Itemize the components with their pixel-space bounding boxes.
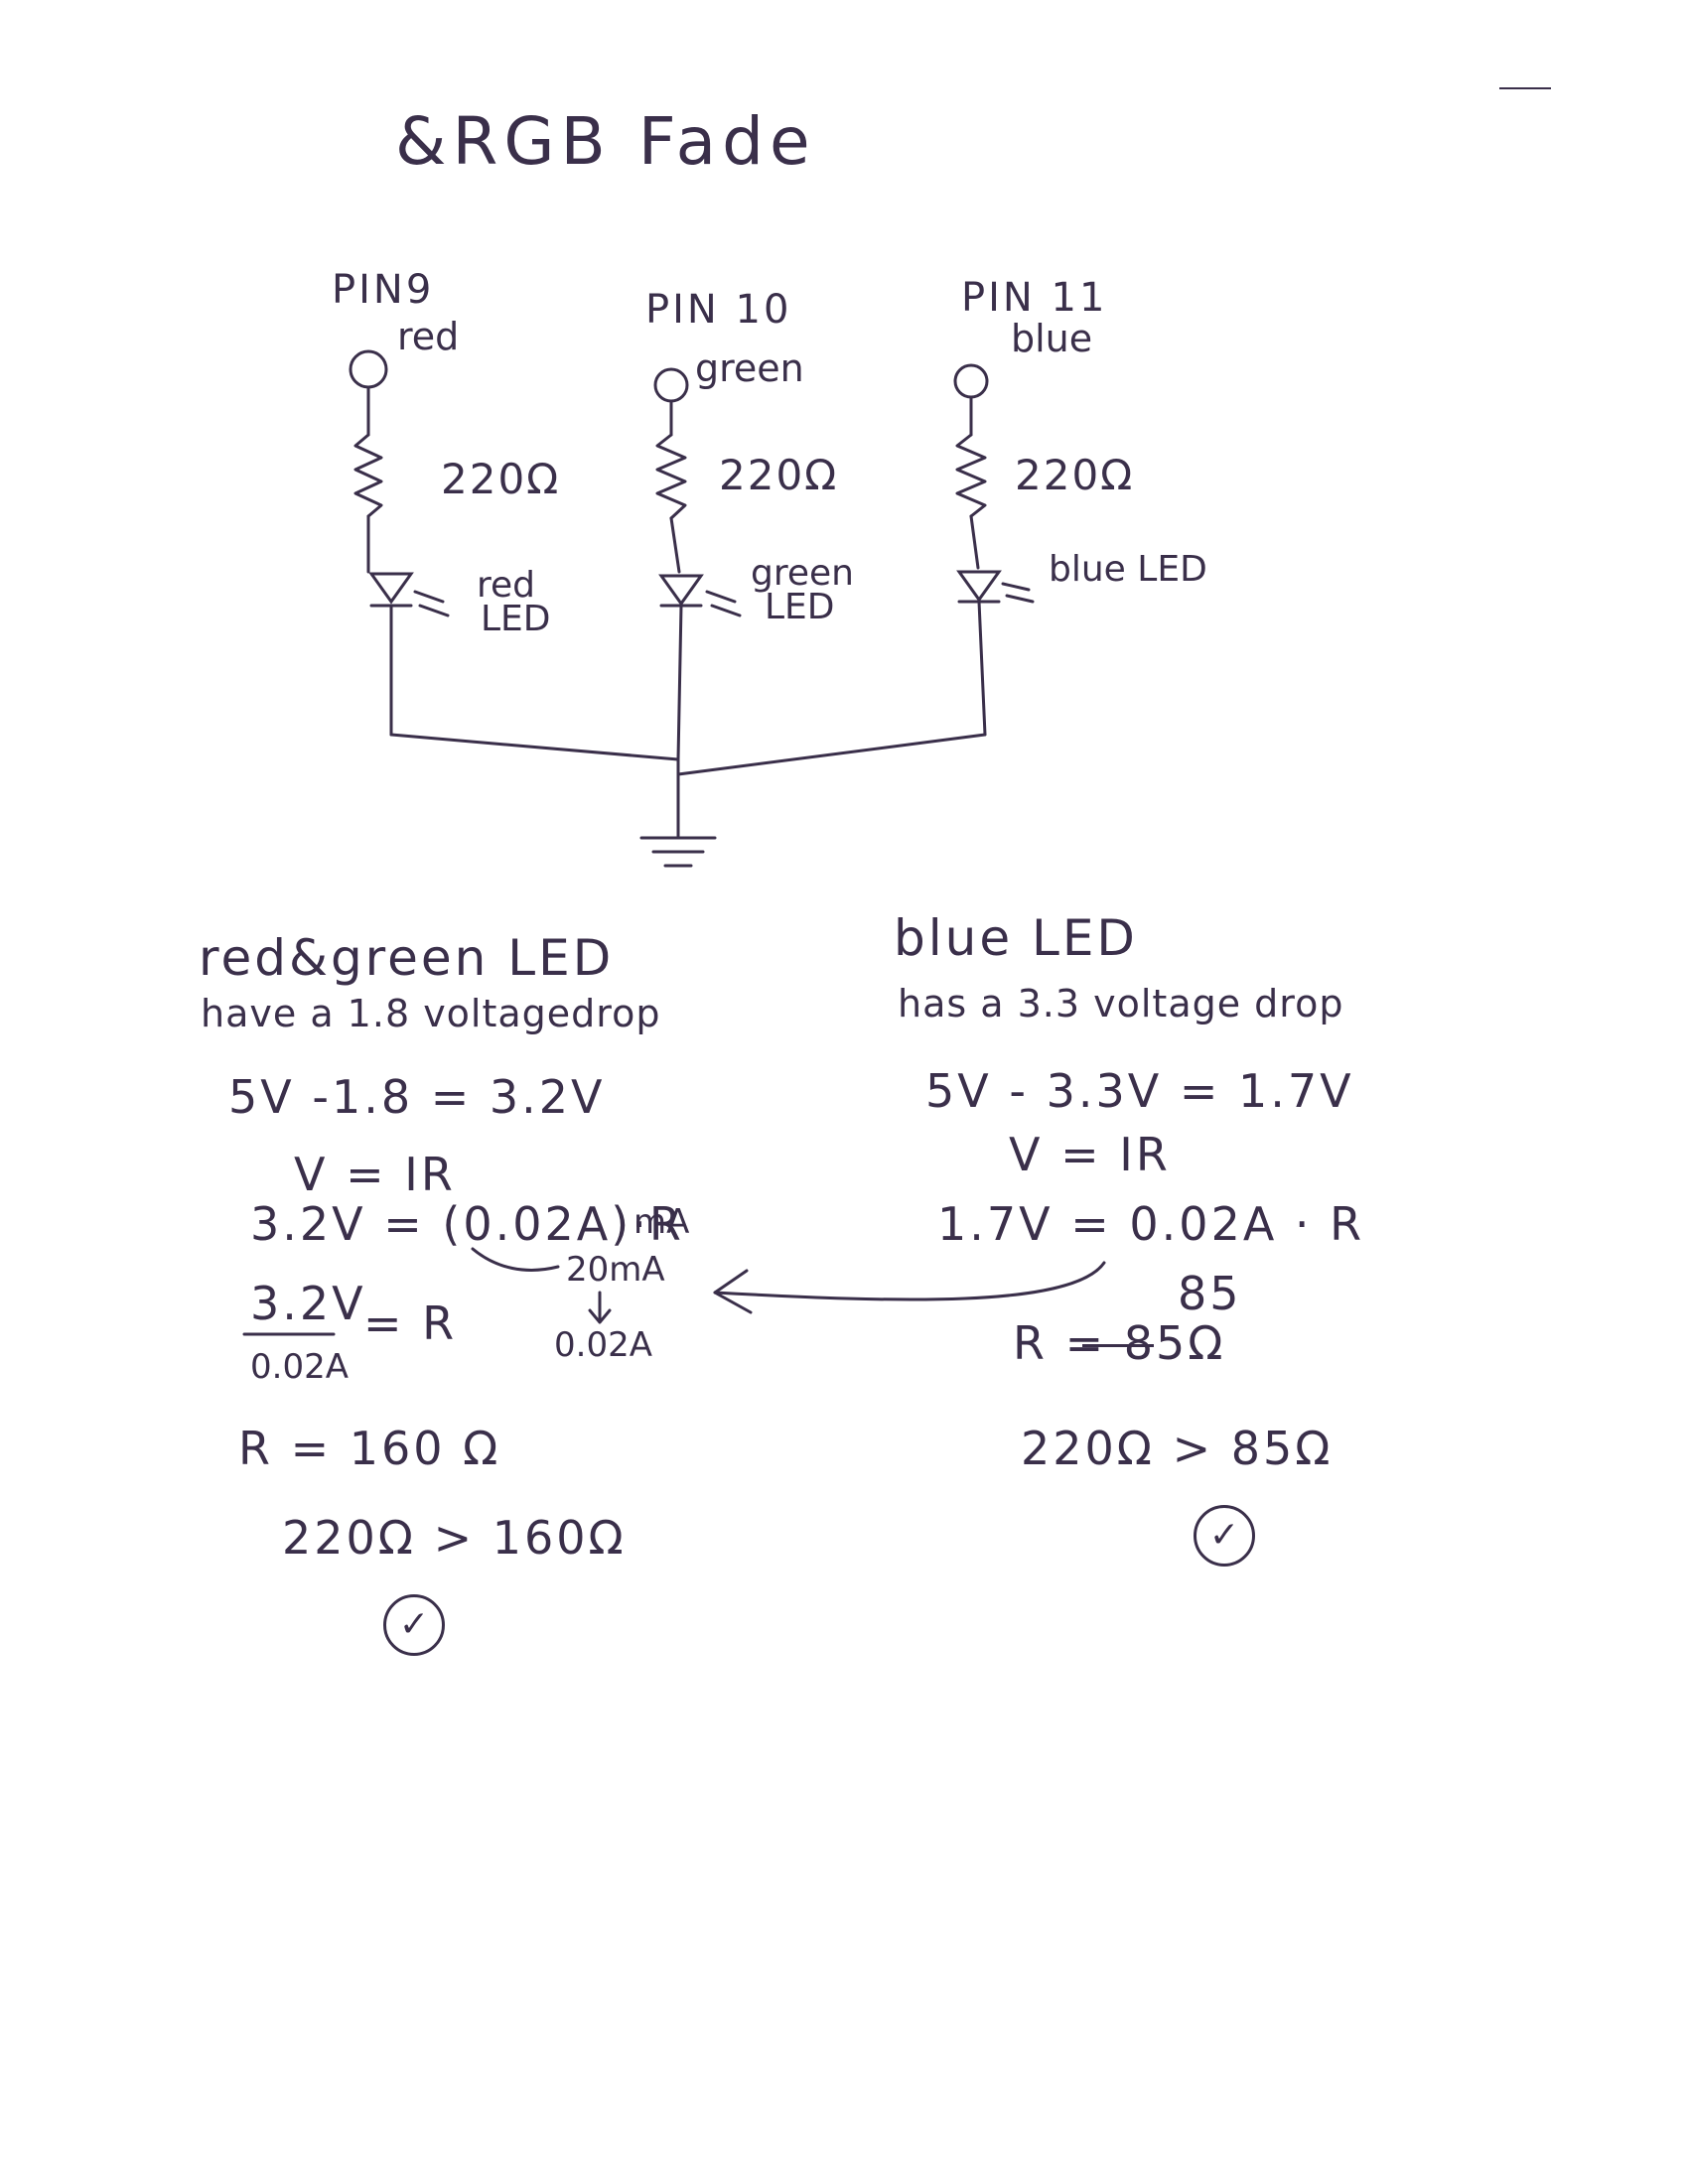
- blue-wire-down: [977, 600, 987, 737]
- right-eq-3: 1.7V = 0.02A · R: [937, 1197, 1365, 1251]
- led-label-red-1: red: [477, 565, 536, 606]
- pin-color-red: red: [397, 315, 460, 358]
- left-eq-4: R = 160 Ω: [238, 1422, 501, 1475]
- pin-label-red: PIN9: [332, 267, 435, 313]
- right-eq-2: V = IR: [1009, 1128, 1171, 1181]
- conversion-arrowhead: [588, 1308, 612, 1324]
- left-heading: red&green LED: [199, 929, 615, 987]
- green-led-arrow-1: [705, 590, 737, 604]
- blue-wire-across: [676, 733, 987, 776]
- resistor-value-blue: 220Ω: [1015, 451, 1135, 499]
- right-correction: 85: [1178, 1267, 1242, 1320]
- left-eq-2: V = IR: [294, 1148, 456, 1201]
- left-eq-1: 5V -1.8 = 3.2V: [228, 1070, 606, 1124]
- right-eq-4: R = 85Ω: [1013, 1316, 1226, 1370]
- led-label-red-2: LED: [481, 599, 551, 639]
- red-led-diode: [368, 572, 414, 605]
- blue-wire-mid: [969, 514, 980, 570]
- led-label-green-1: green: [751, 553, 854, 594]
- right-subheading: has a 3.3 voltage drop: [898, 982, 1344, 1025]
- led-label-green-2: LED: [765, 587, 835, 627]
- left-unit-note: mA: [633, 1202, 690, 1242]
- green-led-arrow-2: [710, 604, 742, 617]
- left-subheading: have a 1.8 voltagedrop: [201, 992, 661, 1035]
- pin11-terminal: [953, 363, 989, 399]
- left-conversion-from: 20mA: [566, 1250, 665, 1290]
- pin-label-green: PIN 10: [645, 287, 792, 333]
- green-led-diode: [658, 574, 704, 607]
- green-resistor: [655, 433, 687, 520]
- left-fraction-denominator: 0.02A: [250, 1347, 349, 1387]
- right-eq-5: 220Ω > 85Ω: [1021, 1422, 1334, 1475]
- page-title: &RGB Fade: [395, 103, 816, 180]
- blue-led-diode: [956, 570, 1002, 603]
- blue-resistor: [955, 433, 987, 518]
- green-wire-down: [676, 604, 683, 761]
- led-label-blue: blue LED: [1049, 549, 1207, 590]
- right-eq-1: 5V - 3.3V = 1.7V: [925, 1064, 1354, 1118]
- right-strikethrough: [1082, 1344, 1154, 1347]
- left-fraction-rhs: = R: [363, 1297, 458, 1350]
- page-edge-mark: [1499, 87, 1551, 89]
- pin-color-green: green: [695, 346, 804, 390]
- conversion-connector: [471, 1247, 560, 1272]
- left-fraction-numerator: 3.2V: [250, 1277, 366, 1330]
- resistor-value-green: 220Ω: [719, 451, 839, 499]
- left-eq-5: 220Ω > 160Ω: [282, 1511, 627, 1565]
- right-check-mark: ✓: [1194, 1505, 1255, 1567]
- red-led-arrow-1: [413, 590, 445, 604]
- red-wire-across: [389, 733, 680, 761]
- pin-color-blue: blue: [1011, 317, 1093, 360]
- blue-led-arrow-2: [1005, 594, 1035, 604]
- red-resistor: [353, 433, 383, 518]
- pin10-terminal: [653, 367, 689, 403]
- left-check-mark: ✓: [383, 1594, 445, 1656]
- reference-arrow: [713, 1261, 1106, 1301]
- reference-arrowhead: [713, 1269, 753, 1314]
- left-eq-3: 3.2V = (0.02A)·R: [250, 1197, 684, 1251]
- left-conversion-to: 0.02A: [554, 1325, 652, 1365]
- pin9-terminal: [349, 349, 388, 389]
- pin-label-blue: PIN 11: [961, 275, 1108, 321]
- blue-led-arrow-1: [1001, 582, 1031, 592]
- green-wire-mid: [669, 516, 681, 574]
- resistor-value-red: 220Ω: [441, 455, 561, 503]
- right-heading: blue LED: [894, 909, 1138, 967]
- red-led-arrow-2: [418, 604, 450, 617]
